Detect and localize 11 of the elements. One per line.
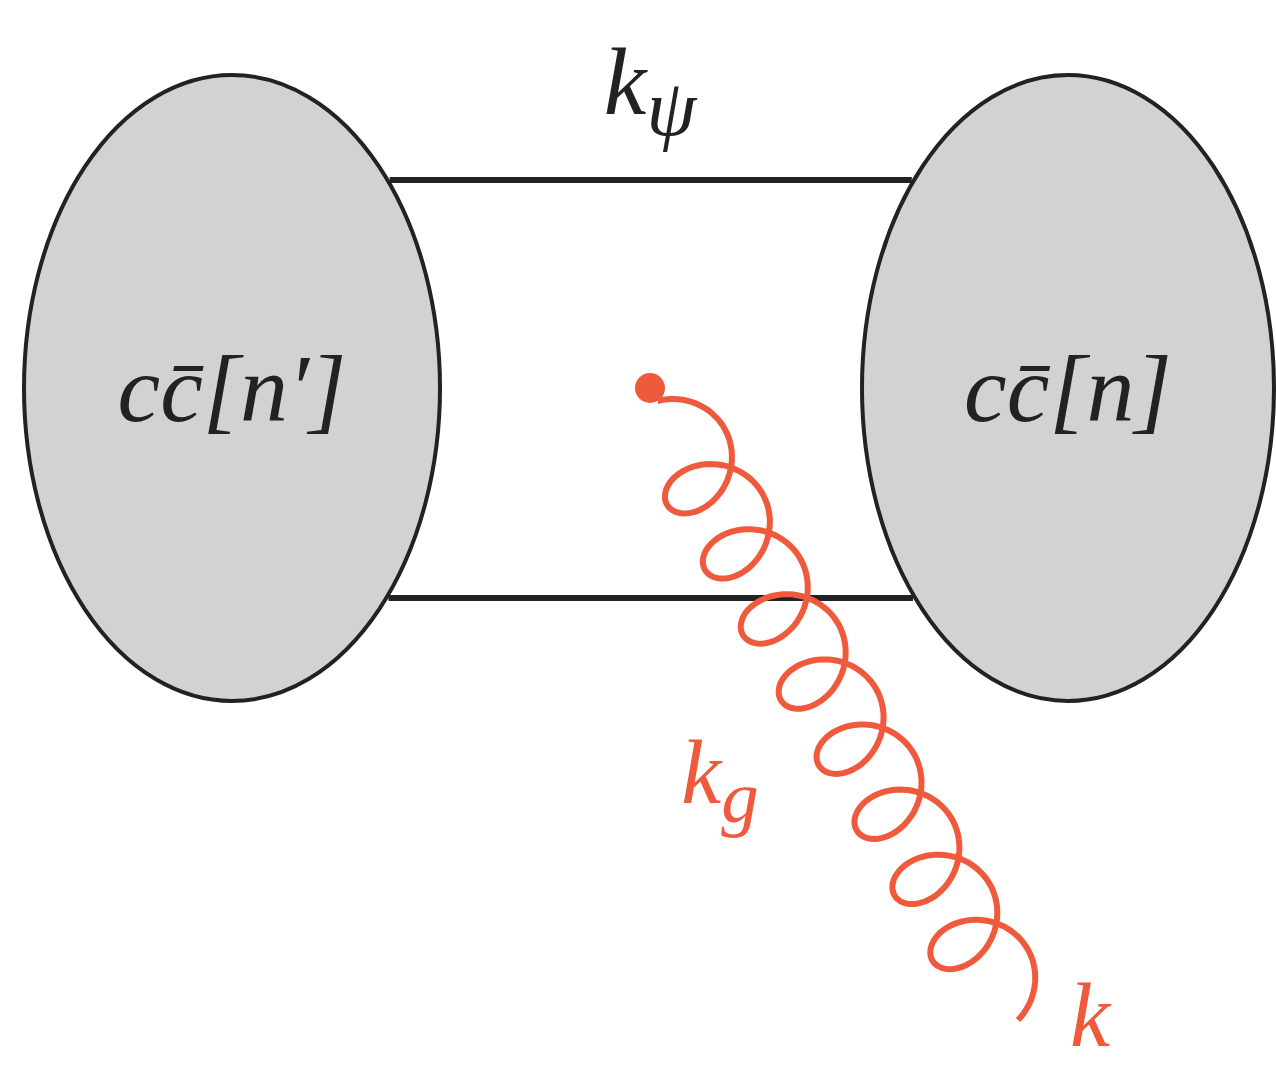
state-label: cc̄[n] xyxy=(964,333,1172,444)
propagator-line xyxy=(388,595,913,601)
momentum-label: k xyxy=(1070,964,1110,1067)
momentum-label: k$_{ψ}$ xyxy=(603,27,697,154)
state-label: cc̄[n′] xyxy=(117,333,347,444)
propagator-line xyxy=(389,177,912,183)
vertex-dot xyxy=(635,373,665,403)
momentum-label: k$_{g}$ xyxy=(681,721,759,840)
gluon-line xyxy=(657,396,1039,1022)
bound-state-ellipse xyxy=(860,73,1276,703)
bound-state-ellipse xyxy=(22,73,442,703)
